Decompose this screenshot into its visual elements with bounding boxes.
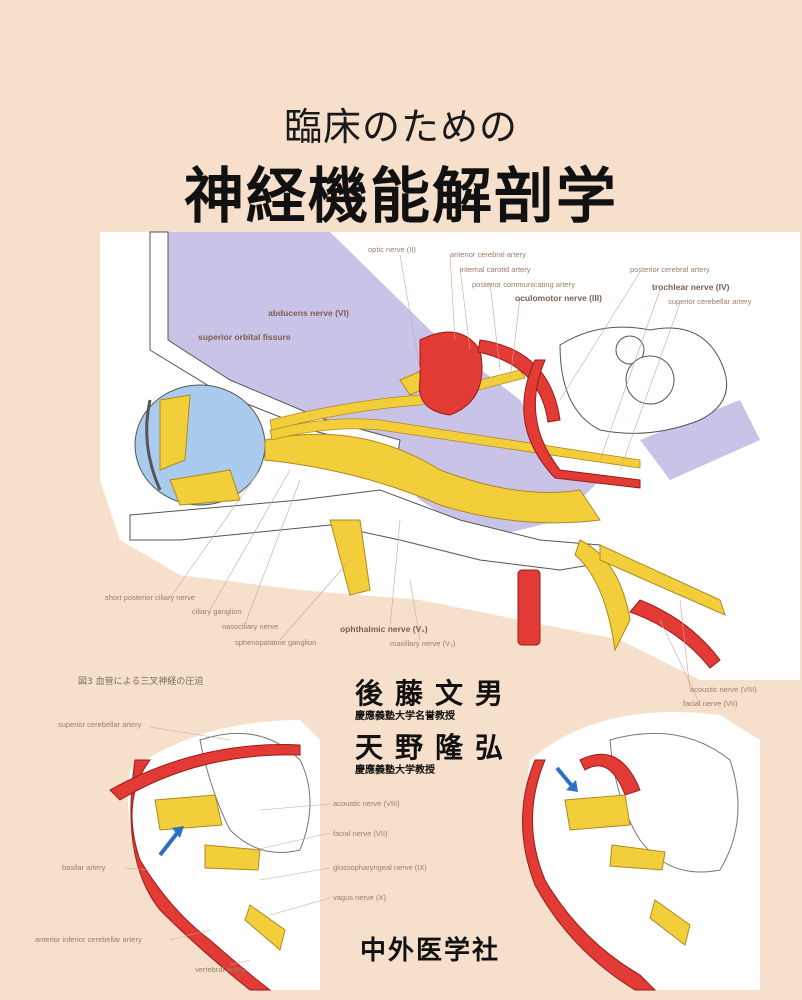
orbital-roof-bone <box>149 231 401 453</box>
superior-cerebellar-artery <box>523 359 641 489</box>
lower-left-superior-cerebellar-artery <box>109 744 301 801</box>
label-superior-orbital-fissure: superior orbital fissure <box>198 332 291 342</box>
trigeminal-nerve-bundle <box>264 433 601 524</box>
author-1-role: 慶應義塾大学名誉教授 <box>355 711 455 722</box>
pons-circle <box>615 335 645 365</box>
label-acoustic-nerve: acoustic nerve (VIII) <box>690 685 757 694</box>
lower-right-figure <box>522 712 760 991</box>
lower-right-trigeminal-nerve <box>564 794 631 831</box>
label-vertebral-artery: vertebral artery <box>195 965 246 974</box>
posterior-cerebral-artery <box>477 339 561 423</box>
acoustic-nerve-path <box>599 544 726 616</box>
tentorium-band <box>640 400 760 480</box>
label-lower-superior-cerebellar-artery: superior cerebellar artery <box>58 720 142 729</box>
basilar-artery <box>517 569 541 646</box>
cover-title: 神経機能解剖学 <box>184 162 618 232</box>
label-glossopharyngeal-nerve: glossopharyngeal nerve (IX) <box>333 863 427 872</box>
internal-carotid-artery <box>418 331 483 416</box>
lower-left-trigeminal-nerve <box>154 794 223 831</box>
label-abducens-nerve: abducens nerve (VI) <box>268 308 349 318</box>
lower-right-arrow-icon <box>555 766 574 788</box>
label-trochlear-nerve: trochlear nerve (IV) <box>652 282 730 292</box>
lower-left-facial-nerve <box>204 844 261 871</box>
lower-right-basilar-artery <box>522 759 657 991</box>
lower-left-leader-lines <box>124 726 331 966</box>
author-2-role: 慶應義塾大学教授 <box>355 765 435 776</box>
publisher-name: 中外医学社 <box>360 936 501 966</box>
label-lower-facial-nerve: facial nerve (VII) <box>333 829 388 838</box>
lower-left-arrow-icon <box>158 830 180 857</box>
label-lower-acoustic-nerve: acoustic nerve (VIII) <box>333 799 400 808</box>
lower-left-vagus-nerve <box>244 904 286 951</box>
abducens-nerve-path <box>269 418 641 469</box>
label-basilar-artery: basilar artery <box>62 863 106 872</box>
label-short-posterior-ciliary-nerve: short posterior ciliary nerve <box>105 593 195 602</box>
lower-right-facial-nerve <box>609 844 666 871</box>
maxillary-nerve <box>329 519 371 596</box>
eye-muscle-upper <box>159 394 191 471</box>
lower-right-arrow-head-icon <box>566 780 578 792</box>
author-1-name: 後藤文男 <box>355 677 516 710</box>
eye-muscle-lower <box>169 469 241 506</box>
label-anterior-cerebral-artery: anterior cerebral artery <box>450 250 526 259</box>
lower-left-basilar-artery <box>130 759 272 991</box>
label-facial-nerve: facial nerve (VII) <box>683 699 738 708</box>
label-posterior-cerebral-artery: posterior cerebral artery <box>630 265 710 274</box>
cover-subtitle: 臨床のための <box>283 105 518 149</box>
label-sphenopalatine-ganglion: sphenopalatine ganglion <box>235 638 316 647</box>
lower-right-vagus-nerve <box>649 899 691 946</box>
label-posterior-communicating-artery: posterior communicating artery <box>472 280 575 289</box>
label-oculomotor-nerve: oculomotor nerve (III) <box>515 293 602 303</box>
label-superior-cerebellar-artery: superior cerebellar artery <box>668 297 752 306</box>
main-anatomy-figure: optic nerve (II) anterior cerebral arter… <box>100 231 800 708</box>
label-maxillary-nerve: maxillary nerve (V₂) <box>390 639 456 648</box>
aica-artery <box>629 599 721 669</box>
lower-left-figure: superior cerebellar artery acoustic nerv… <box>35 720 427 991</box>
leader-lines <box>169 254 701 705</box>
lower-right-superior-cerebellar-artery <box>579 753 641 796</box>
label-ophthalmic-nerve: ophthalmic nerve (V₁) <box>340 624 428 634</box>
label-internal-carotid-artery: internal carotid artery <box>460 265 531 274</box>
label-nasociliary-nerve: nasociliary nerve <box>222 622 278 631</box>
eye-lens <box>145 399 162 491</box>
label-vagus-nerve: vagus nerve (X) <box>333 893 386 902</box>
label-aica: anterior inferior cerebellar artery <box>35 935 142 944</box>
author-2-name: 天野隆弘 <box>355 731 516 764</box>
lower-left-arrow-head-icon <box>172 826 184 838</box>
label-ciliary-ganglion: ciliary ganglion <box>192 607 242 616</box>
dura-region <box>160 232 600 540</box>
lower-left-cerebellum <box>199 732 311 853</box>
cerebellum-circle <box>625 355 675 405</box>
figure-caption: 図3 血管による三叉神経の圧迫 <box>78 677 204 687</box>
label-optic-nerve: optic nerve (II) <box>368 245 416 254</box>
